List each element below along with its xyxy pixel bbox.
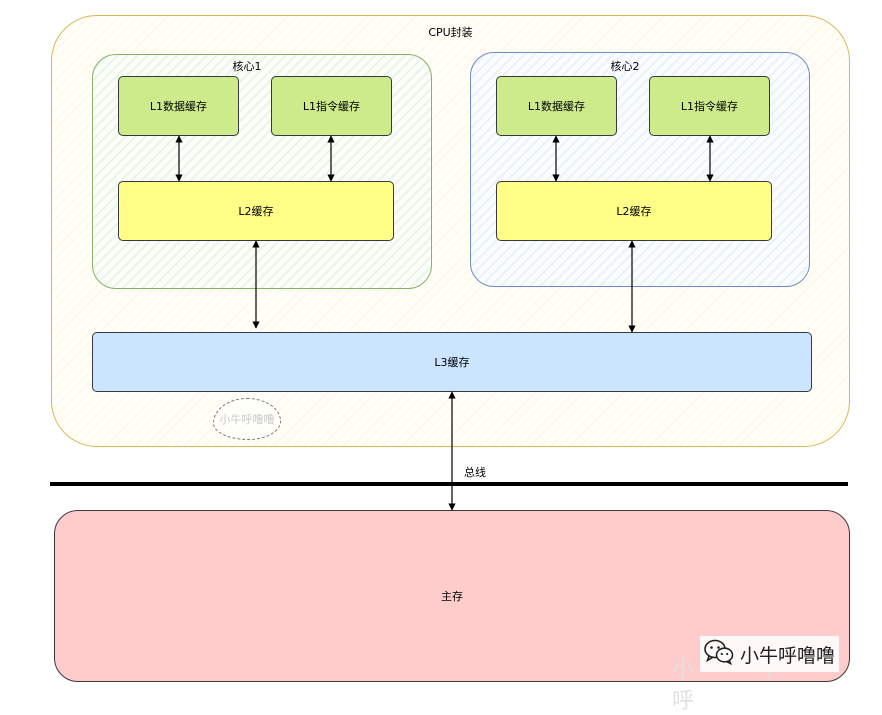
- wechat-badge: 小牛呼噜噜: [700, 636, 840, 672]
- core-1-l1-instruction-cache: L1指令缓存: [271, 76, 392, 136]
- core-2-l1-instruction-cache: L1指令缓存: [649, 76, 770, 136]
- watermark-cloud: 小牛呼噜噜: [213, 398, 281, 440]
- l3-cache: L3缓存: [92, 332, 812, 392]
- connector-arrows: [175, 135, 714, 511]
- wechat-badge-text: 小牛呼噜噜: [740, 644, 836, 667]
- bus-label: 总线: [464, 466, 486, 479]
- core-2-title: 核心2: [610, 60, 640, 73]
- core-1-l2-cache: L2缓存: [118, 181, 394, 241]
- core-2-l1-data-cache: L1数据缓存: [496, 76, 617, 136]
- core-1-title: 核心1: [232, 60, 262, 73]
- wechat-icon: [704, 639, 734, 670]
- cpu-package-title: CPU封装: [428, 26, 473, 39]
- core-2-l2-cache: L2缓存: [496, 181, 772, 241]
